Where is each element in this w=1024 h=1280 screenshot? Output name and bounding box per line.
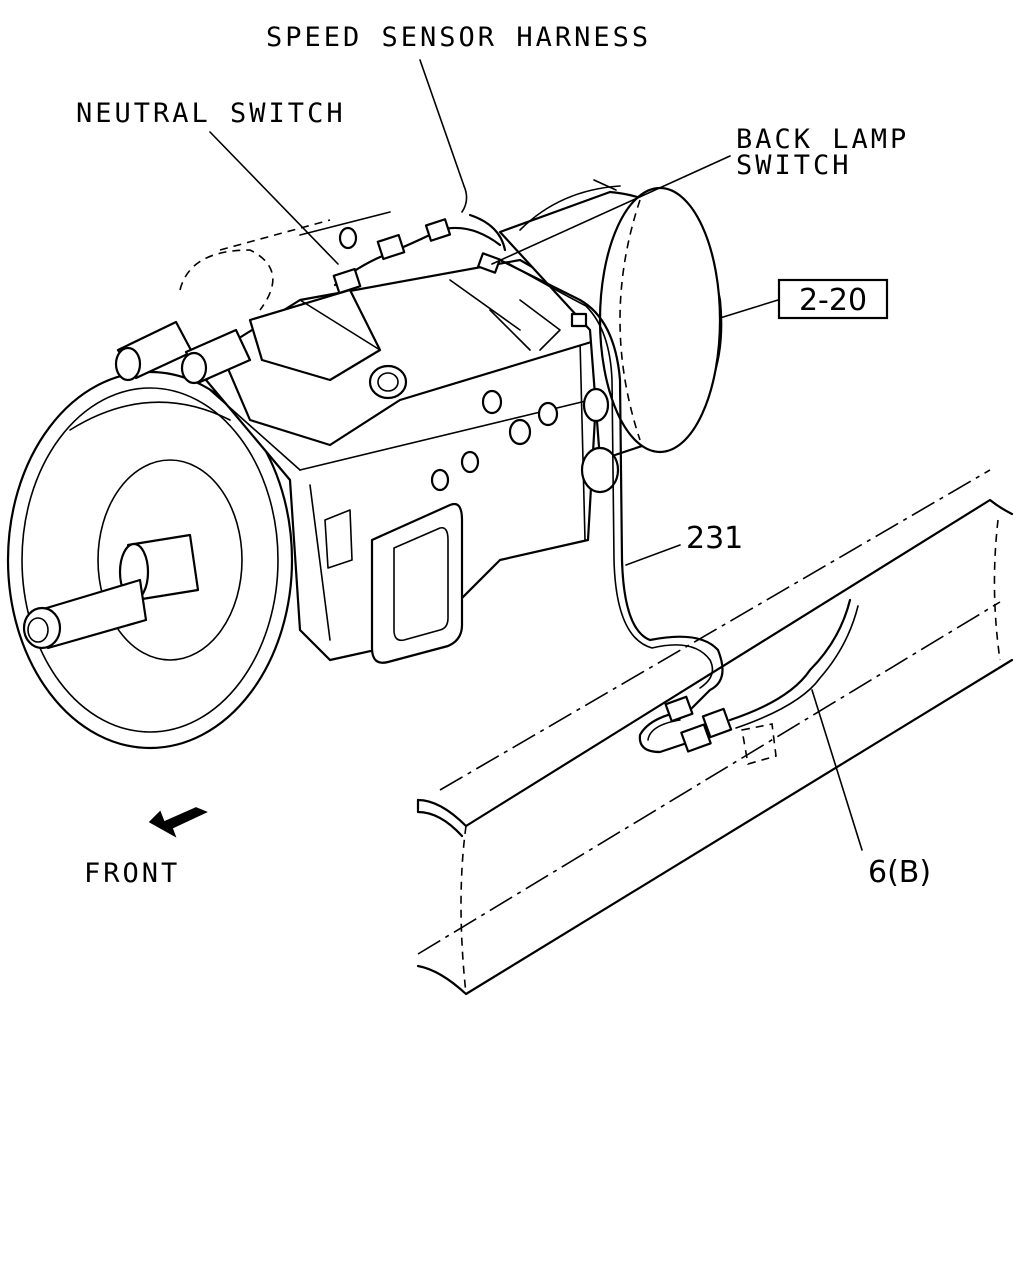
ref-box-label: 2-20 (799, 283, 867, 318)
label-neutral-switch: NEUTRAL SWITCH (76, 98, 346, 129)
front-arrow-icon (148, 807, 208, 838)
connectors (332, 218, 777, 766)
label-part-231: 231 (686, 521, 743, 556)
label-back-lamp-switch: SWITCH (736, 150, 852, 181)
top-cover (218, 258, 600, 447)
label-part-6b: 6(B) (868, 855, 931, 890)
leader-lines (209, 59, 863, 851)
wiring-harness (333, 213, 859, 754)
label-back-lamp: BACK LAMP (736, 124, 909, 155)
rear-housing (498, 179, 723, 494)
label-front: FRONT (84, 858, 180, 889)
side-fittings (114, 211, 391, 385)
ref-box-frame (777, 278, 889, 320)
label-speed-sensor-harness: SPEED SENSOR HARNESS (266, 22, 651, 53)
frame-rail (416, 469, 1014, 996)
input-shaft (22, 533, 200, 650)
